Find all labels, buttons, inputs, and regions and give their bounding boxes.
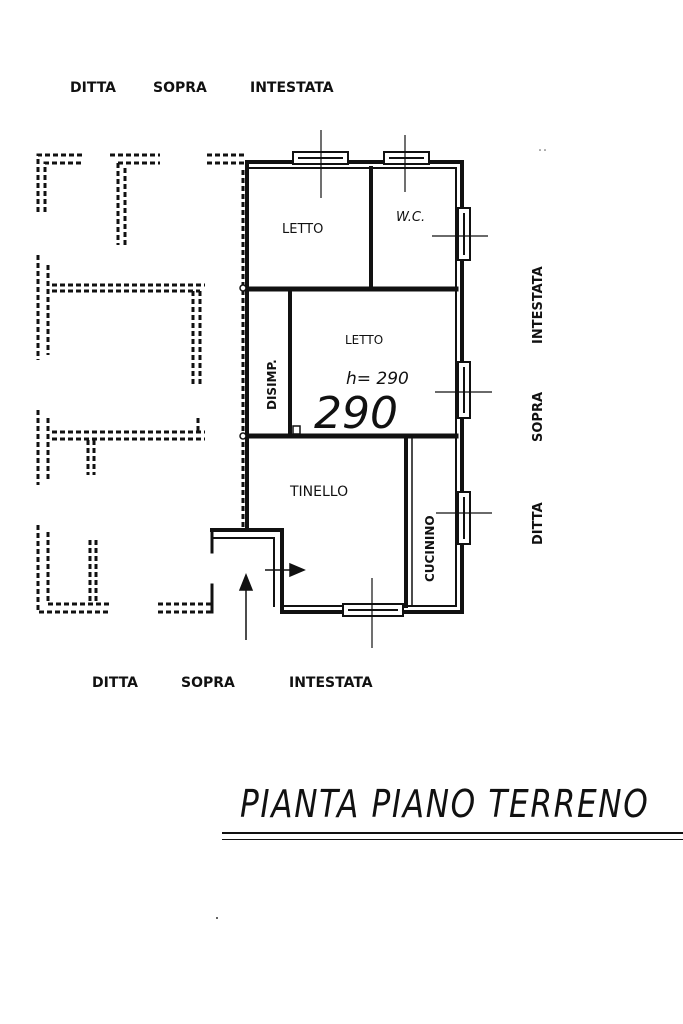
neighbor-top-intestata: INTESTATA	[250, 80, 334, 96]
room-label-letto-1: LETTO	[282, 222, 323, 237]
neighbor-bottom-intestata: INTESTATA	[289, 675, 373, 691]
room-label-cucinino: CUCININO	[423, 515, 437, 582]
adjacent-property-outline	[36, 153, 245, 614]
neighbor-bottom-sopra: SOPRA	[181, 675, 235, 691]
neighbor-top-ditta: DITTA	[70, 80, 116, 96]
neighbor-right-sopra: SOPRA	[531, 392, 546, 442]
room-label-letto-2: LETTO	[345, 333, 383, 347]
up-arrow-icon	[238, 572, 254, 591]
room-label-wc: W.C.	[396, 210, 425, 225]
neighbor-right-intestata: INTESTATA	[531, 266, 546, 344]
plan-title: PIANTA PIANO TERRENO	[240, 782, 650, 826]
height-value: 290	[314, 388, 398, 439]
neighbor-bottom-ditta: DITTA	[92, 675, 138, 691]
neighbor-right-ditta: DITTA	[531, 502, 546, 545]
right-arrow-icon	[289, 562, 306, 578]
room-label-disimp: DISIMP.	[265, 359, 279, 410]
title-underline-secondary	[222, 839, 683, 840]
height-note: h= 290	[346, 369, 409, 389]
room-label-tinello: TINELLO	[289, 484, 348, 500]
title-underline	[222, 832, 683, 834]
neighbor-top-sopra: SOPRA	[153, 80, 207, 96]
section-lines	[320, 130, 492, 648]
entry-arrows	[238, 562, 306, 640]
